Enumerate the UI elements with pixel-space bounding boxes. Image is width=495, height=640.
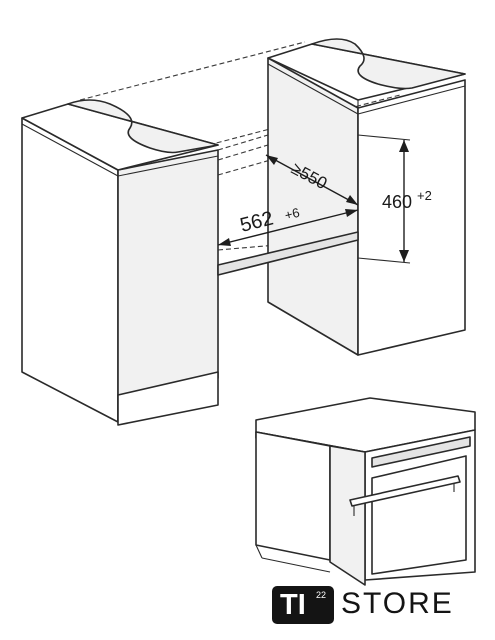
width-tolerance: +6	[283, 205, 301, 223]
logo-badge-text: TI	[280, 589, 306, 621]
height-label: 460	[382, 192, 412, 212]
height-tolerance: +2	[417, 188, 432, 203]
niche-shelf	[217, 231, 359, 276]
logo-superscript: 22	[316, 590, 327, 600]
right-cabinet	[267, 38, 466, 356]
store-logo: TI 22 STORE	[272, 584, 462, 626]
height-dimension: 460 +2	[357, 134, 432, 264]
left-cabinet	[21, 99, 219, 426]
logo-store-text: STORE	[341, 587, 454, 620]
oven-appliance	[255, 397, 476, 586]
logo-badge: TI 22	[272, 586, 334, 624]
